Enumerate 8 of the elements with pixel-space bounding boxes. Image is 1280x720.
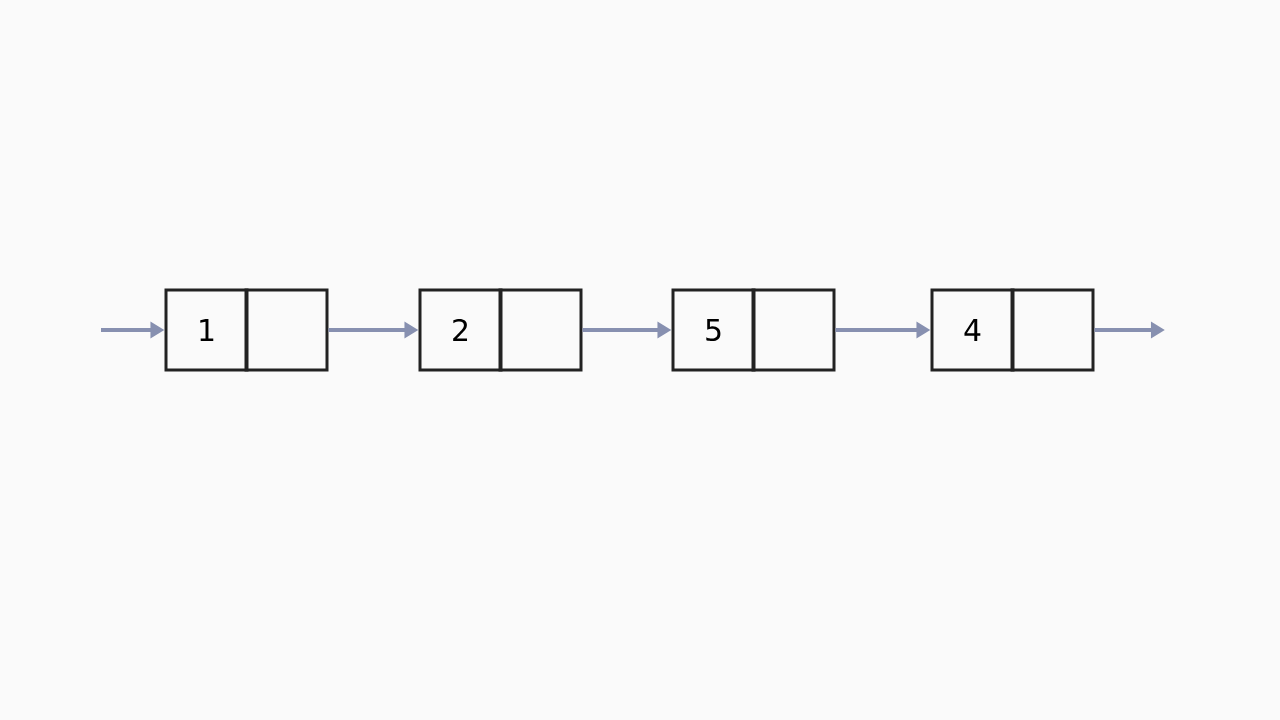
pointer-cell bbox=[498, 288, 583, 372]
pointer-cell bbox=[751, 288, 836, 372]
pointer-cell bbox=[1010, 288, 1095, 372]
pointer-cell bbox=[244, 288, 329, 372]
value-cell: 2 bbox=[418, 288, 503, 372]
value-cell: 4 bbox=[930, 288, 1015, 372]
value-cell: 1 bbox=[164, 288, 249, 372]
value-cell: 5 bbox=[671, 288, 756, 372]
